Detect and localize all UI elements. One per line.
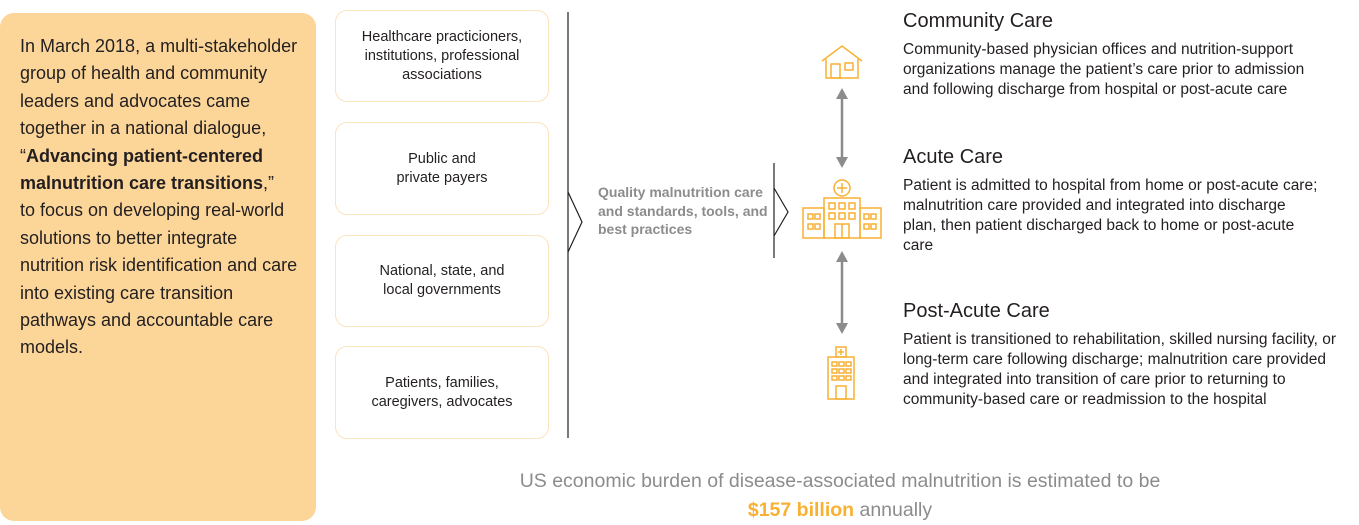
center-label: Quality malnutrition care and standards,… bbox=[598, 184, 768, 237]
care-desc-post-acute: Patient is transitioned to rehabilitatio… bbox=[903, 331, 1337, 408]
burden-amount: $157 billion bbox=[747, 499, 855, 521]
left-brace-point bbox=[567, 191, 583, 253]
footer-text-start: US economic burden of disease-associated… bbox=[519, 470, 1161, 492]
house-icon bbox=[821, 45, 863, 79]
care-desc-acute: Patient is admitted to hospital from hom… bbox=[903, 177, 1318, 254]
care-title-post-acute: Post-Acute Care bbox=[903, 300, 1050, 322]
hospital-icon bbox=[802, 179, 882, 239]
arrow-acute-postacute bbox=[836, 251, 848, 334]
care-desc-community: Community-based physician offices and nu… bbox=[903, 41, 1305, 98]
intro-text-start: In March 2018, a multi-stakeholder group… bbox=[20, 36, 298, 166]
intro-text-end: to focus on developing real-world soluti… bbox=[20, 200, 298, 358]
footer-text-end: annually bbox=[859, 499, 933, 521]
care-facility-icon bbox=[827, 346, 855, 400]
stakeholder-label: Healthcare practicioners,institutions, p… bbox=[361, 28, 523, 83]
stakeholder-box-healthcare: Healthcare practicioners,institutions, p… bbox=[335, 10, 549, 102]
stakeholder-label: Patients, families,caregivers, advocates bbox=[371, 374, 513, 410]
care-title-community: Community Care bbox=[903, 10, 1054, 32]
intro-panel: In March 2018, a multi-stakeholder group… bbox=[0, 13, 316, 521]
right-brace-point bbox=[773, 187, 789, 237]
economic-burden-note: US economic burden of disease-associated… bbox=[500, 467, 1180, 525]
arrow-community-acute bbox=[836, 88, 848, 168]
intro-quote-close: ,” bbox=[263, 173, 275, 194]
dialogue-title: Advancing patient-centered malnutrition … bbox=[20, 145, 264, 194]
stakeholder-box-patients: Patients, families,caregivers, advocates bbox=[335, 346, 549, 439]
care-title-acute: Acute Care bbox=[903, 146, 1004, 168]
